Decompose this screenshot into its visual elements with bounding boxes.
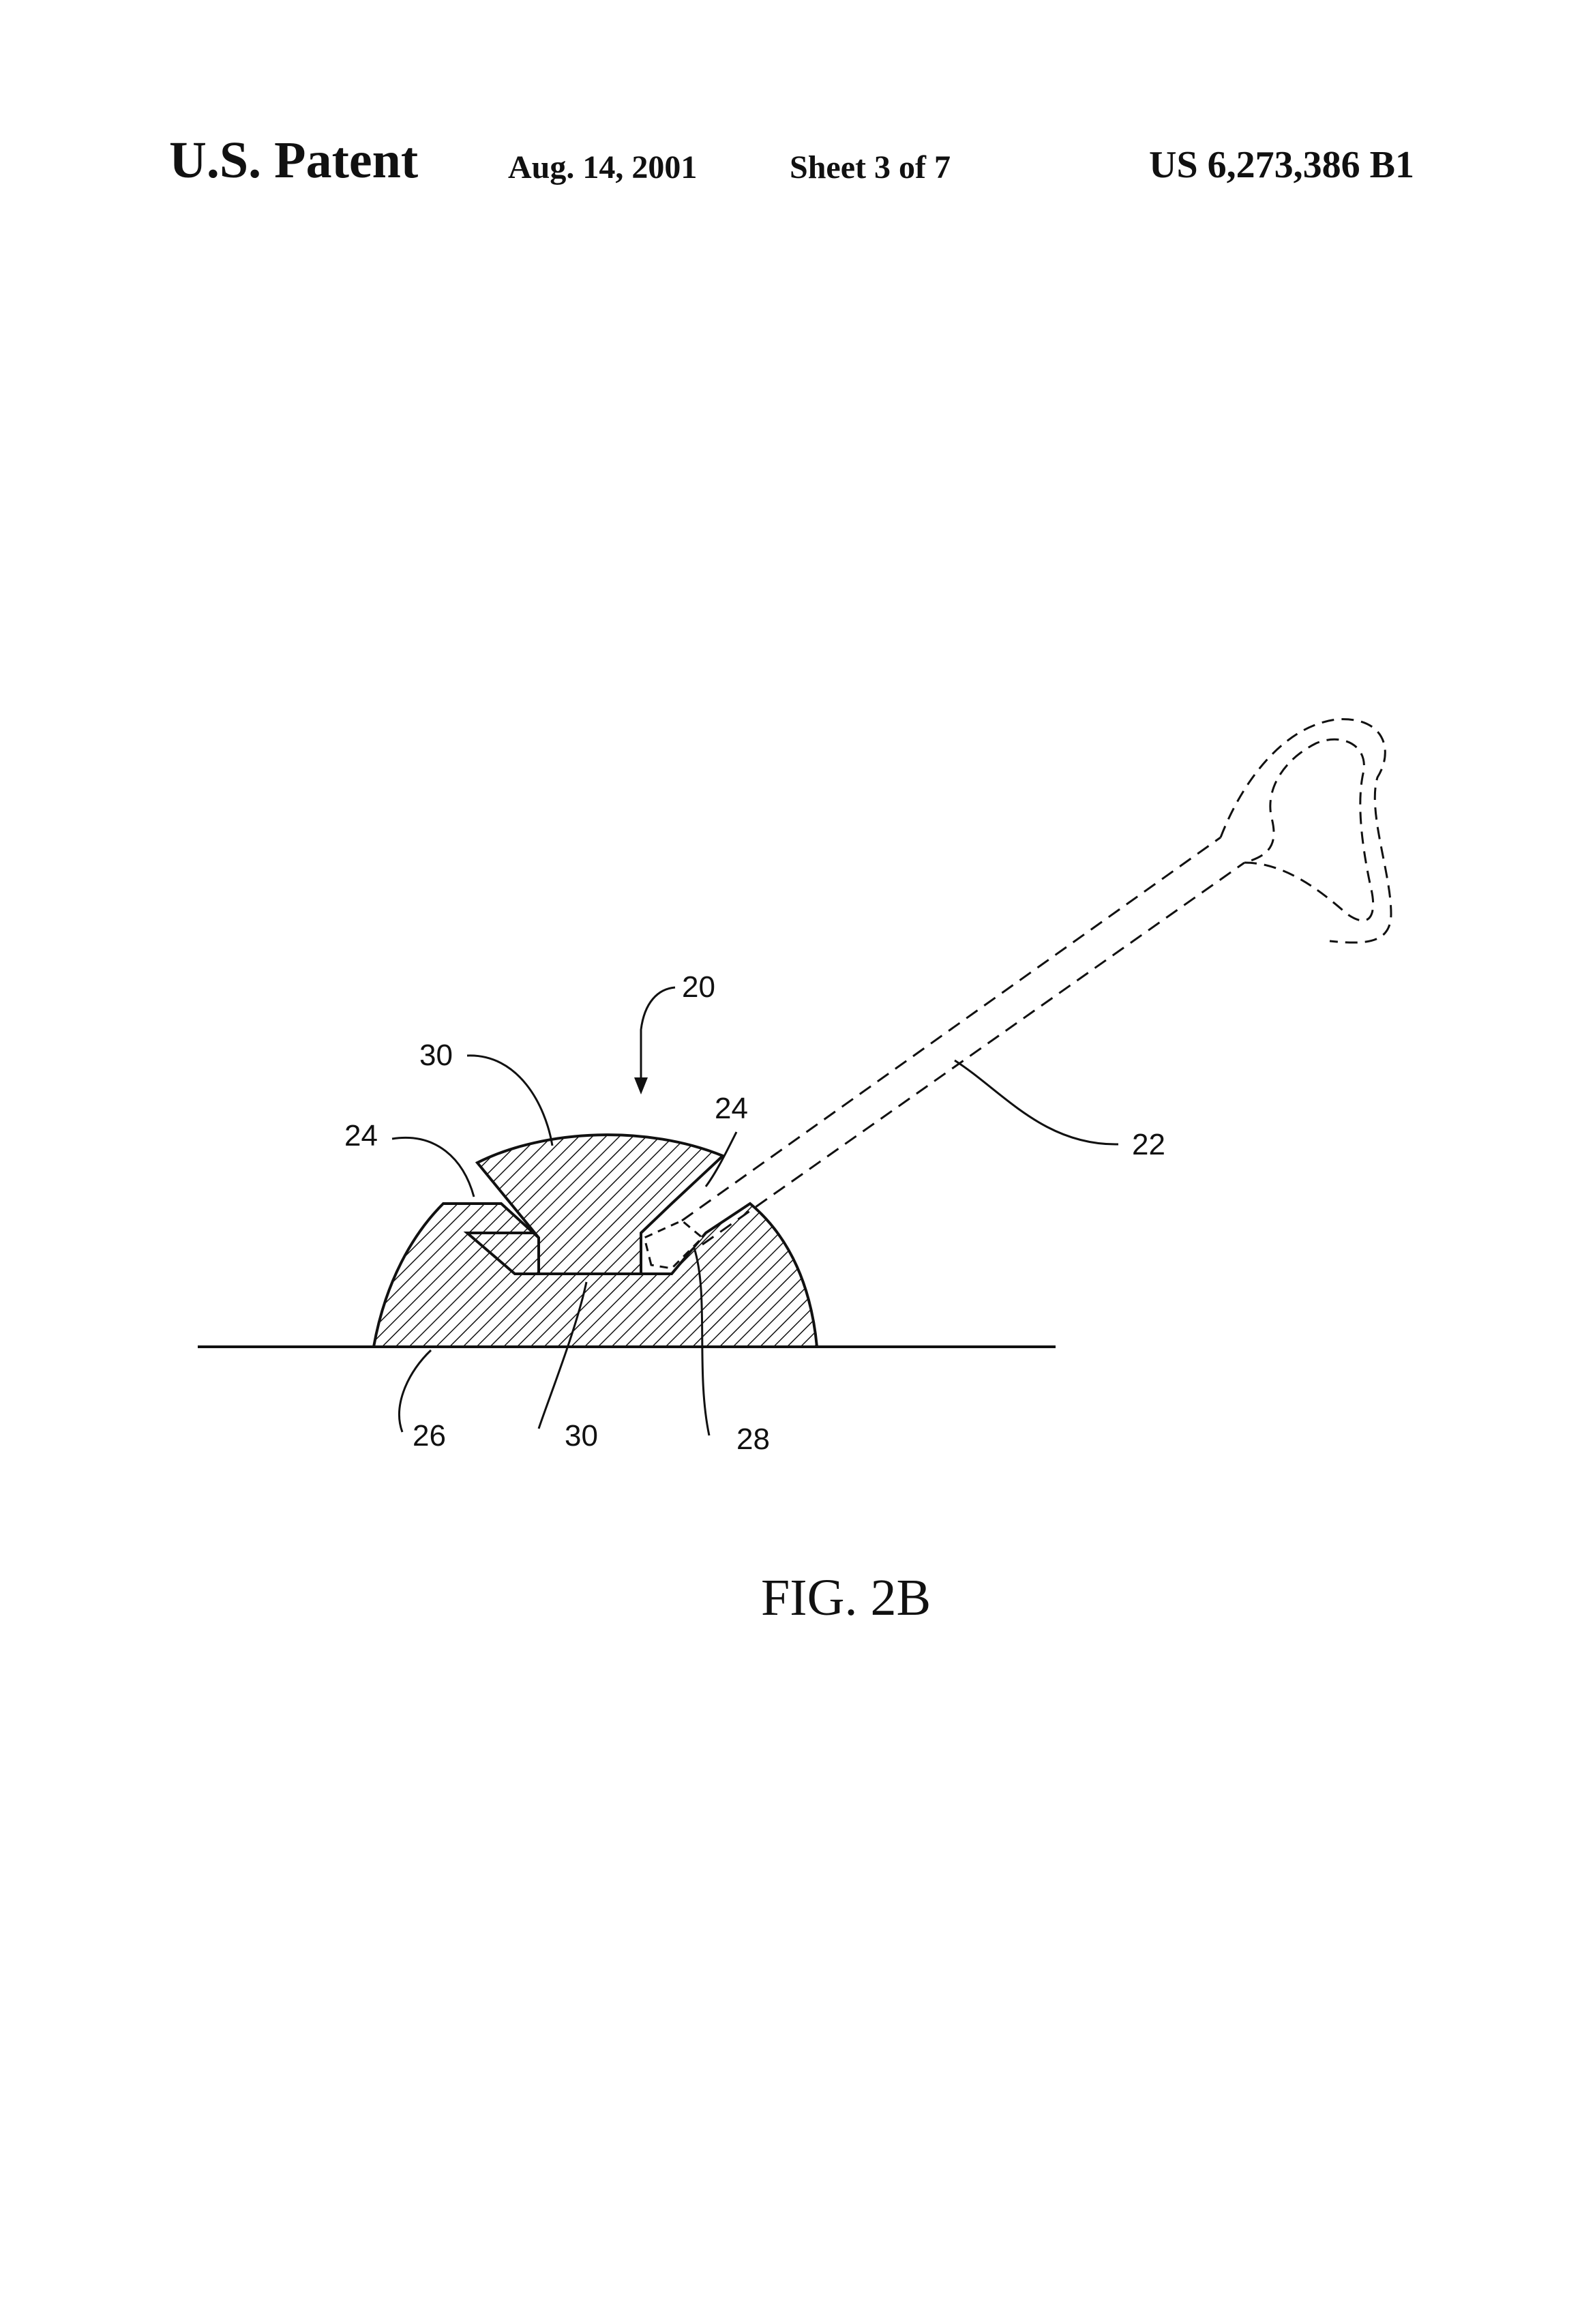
ref-30-upper: 30: [419, 1039, 453, 1072]
figure-caption: FIG. 2B: [761, 1569, 931, 1626]
ref-20: 20: [682, 970, 715, 1004]
ref-26: 26: [413, 1419, 446, 1452]
leader-30-lower: [537, 1281, 588, 1429]
sheet-number: Sheet 3 of 7: [790, 149, 951, 185]
ref-28: 28: [736, 1422, 770, 1456]
leader-28: [693, 1247, 711, 1436]
handle-tip: [643, 1219, 704, 1270]
ref-22: 22: [1132, 1128, 1165, 1161]
handle-grip-inner: [1244, 738, 1375, 922]
patent-number: US 6,273,386 B1: [1149, 144, 1414, 186]
handle-shaft-top: [681, 836, 1221, 1222]
handle-shaft-bottom: [702, 861, 1245, 1246]
arrow-20: [640, 986, 676, 1084]
upper-body: [475, 1133, 726, 1275]
handle-grip-outer: [1219, 718, 1392, 944]
leader-24-right: [704, 1131, 738, 1187]
arrow-20-head: [634, 1077, 648, 1094]
leader-22: [954, 1059, 1119, 1146]
patent-date: Aug. 14, 2001: [508, 149, 698, 185]
leader-26: [398, 1349, 432, 1433]
leader-24-left: [391, 1137, 475, 1197]
ref-24-right: 24: [715, 1092, 748, 1125]
page-header: U.S. Patent Aug. 14, 2001 Sheet 3 of 7 U…: [0, 0, 1582, 218]
ref-30-lower: 30: [565, 1419, 598, 1452]
ref-24-left: 24: [344, 1119, 378, 1152]
leader-30-upper: [466, 1054, 554, 1146]
patent-label: U.S. Patent: [169, 132, 419, 189]
